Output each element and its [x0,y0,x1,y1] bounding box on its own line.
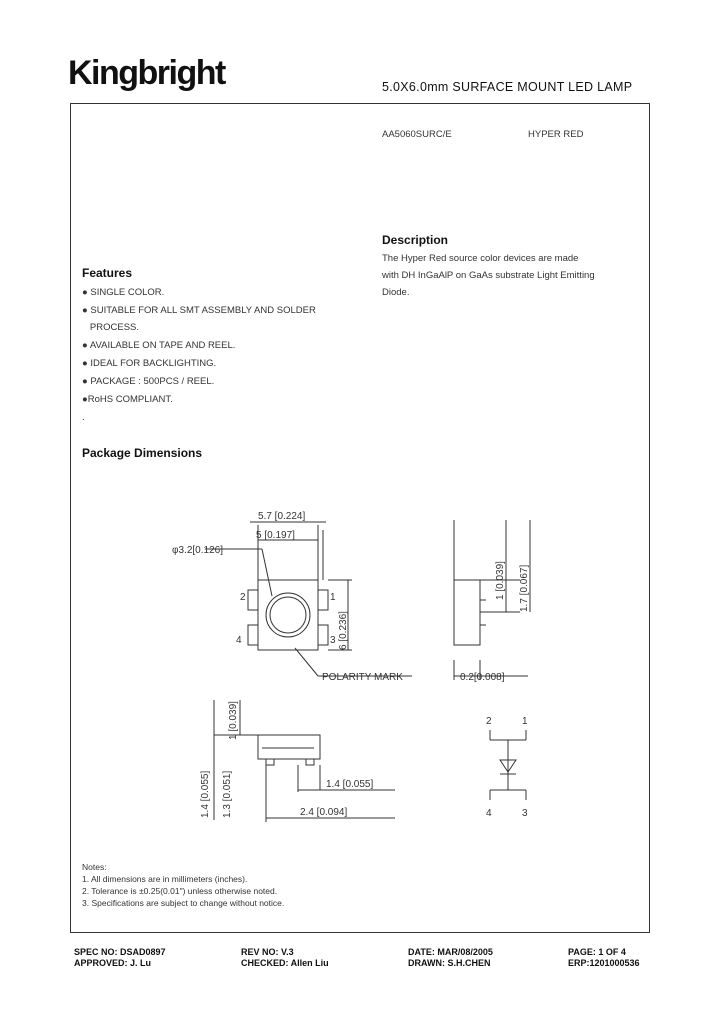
side-view-body [453,579,481,646]
schematic-pin-3: 3 [522,808,528,819]
features-heading: Features [82,266,133,280]
pin-label-bottom-left: 4 [236,635,242,646]
part-color: HYPER RED [528,129,584,140]
rev-no: REV NO: V.3 [241,947,294,957]
note-line: 3. Specifications are subject to change … [82,898,285,908]
description-line: The Hyper Red source color devices are m… [382,253,579,264]
description-heading: Description [382,233,449,247]
description-line: Diode. [382,287,410,298]
dim-left-height: 1 [0.039] [228,701,239,740]
document-title: 5.0X6.0mm SURFACE MOUNT LED LAMP [382,80,633,94]
checked-by: CHECKED: Allen Liu [241,958,329,968]
dim-lead: 0.2[0.008] [460,672,505,683]
dim-inner-width: 5 [0.197] [256,530,295,541]
package-heading: Package Dimensions [82,446,203,460]
spec-no: SPEC NO: DSAD0897 [74,947,166,957]
feature-item: ● IDEAL FOR BACKLIGHTING. [82,358,217,369]
note-line: 1. All dimensions are in millimeters (in… [82,874,248,884]
approved-by: APPROVED: J. Lu [74,958,152,968]
content-frame [70,103,650,933]
description-line: with DH InGaAlP on GaAs substrate Light … [382,270,595,281]
page-number: PAGE: 1 OF 4 [568,947,626,957]
dim-pad-w2: 2.4 [0.094] [300,807,347,818]
dim-hole: φ3.2[0.126] [172,545,223,556]
note-line: 2. Tolerance is ±0.25(0.01") unless othe… [82,886,278,896]
feature-item: PROCESS. [82,322,140,333]
dim-body-h1: 1.4 [0.055] [200,771,211,818]
feature-item: ● SUITABLE FOR ALL SMT ASSEMBLY AND SOLD… [82,305,316,316]
lens-circle [265,592,311,638]
dim-top-width: 5.7 [0.224] [258,511,305,522]
feature-item: . [82,412,85,423]
part-number: AA5060SURC/E [382,129,452,140]
top-view-body [257,579,319,651]
pin-label-top-left: 2 [240,592,246,603]
feature-item: ● PACKAGE : 500PCS / REEL. [82,376,215,387]
dim-pad-w1: 1.4 [0.055] [326,779,373,790]
feature-item: ●RoHS COMPLIANT. [82,394,173,405]
brand-logo: Kingbright [68,54,226,92]
schematic-pin-2: 2 [486,716,492,727]
polarity-mark: POLARITY MARK [322,672,403,683]
dim-body-h2: 1.3 [0.051] [222,771,233,818]
dim-side-height: 1.7 [0.067] [519,565,530,612]
dim-height: 6 [0.236] [338,611,349,650]
schematic-pin-4: 4 [486,808,492,819]
erp-number: ERP:1201000536 [568,958,640,968]
pin-label-top-right: 1 [330,592,336,603]
pin-label-bottom-right: 3 [330,635,336,646]
notes-heading: Notes: [82,862,107,872]
bottom-view-body [257,734,321,760]
dim-side-small: 1 [0.039] [495,561,506,600]
date: DATE: MAR/08/2005 [408,947,493,957]
feature-item: ● AVAILABLE ON TAPE AND REEL. [82,340,236,351]
feature-item: ● SINGLE COLOR. [82,287,165,298]
drawn-by: DRAWN: S.H.CHEN [408,958,491,968]
schematic-pin-1-top: 1 [522,716,528,727]
